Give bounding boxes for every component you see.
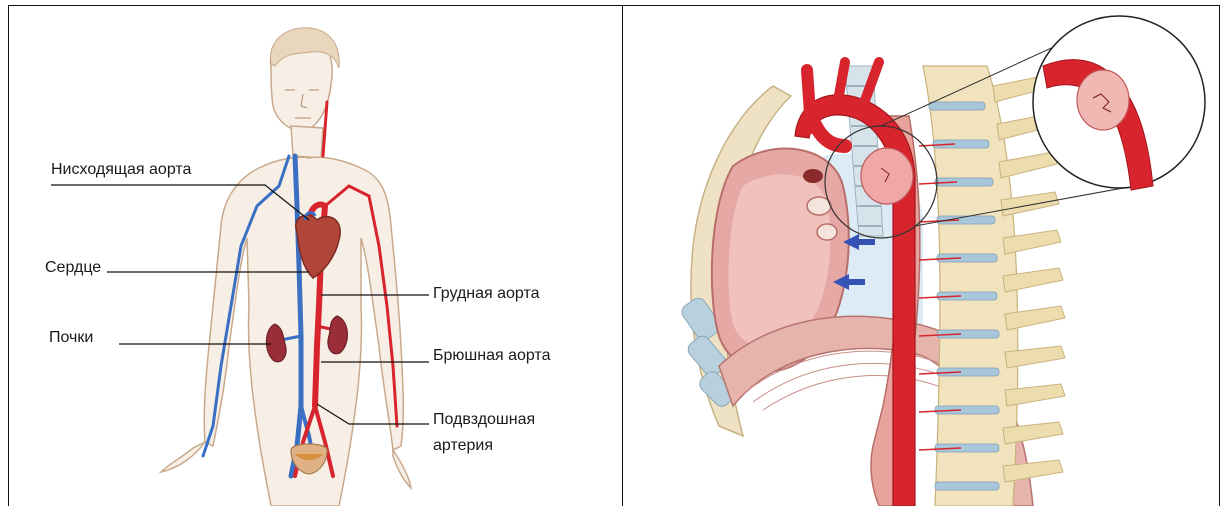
label-kidneys: Почки bbox=[49, 328, 93, 348]
table-border-right bbox=[1219, 5, 1220, 506]
label-descending-aorta: Нисходящая аорта bbox=[51, 160, 191, 180]
label-abdominal-aorta: Брюшная аорта bbox=[433, 346, 550, 366]
aorta-spine-illustration bbox=[623, 6, 1219, 506]
body-silhouette bbox=[161, 35, 411, 506]
body-illustration bbox=[9, 6, 622, 506]
label-iliac-artery-line2: артерия bbox=[433, 436, 493, 456]
circulatory-diagram-panel: Нисходящая аорта Сердце Грудная аорта По… bbox=[9, 6, 622, 506]
label-iliac-artery-line1: Подвздошная bbox=[433, 410, 535, 430]
magnified-inset bbox=[1033, 16, 1205, 190]
label-heart: Сердце bbox=[45, 258, 101, 278]
label-thoracic-aorta: Грудная аорта bbox=[433, 284, 540, 304]
dissection-bulge bbox=[861, 148, 913, 204]
aorta-spine-illustration-panel bbox=[623, 6, 1219, 506]
